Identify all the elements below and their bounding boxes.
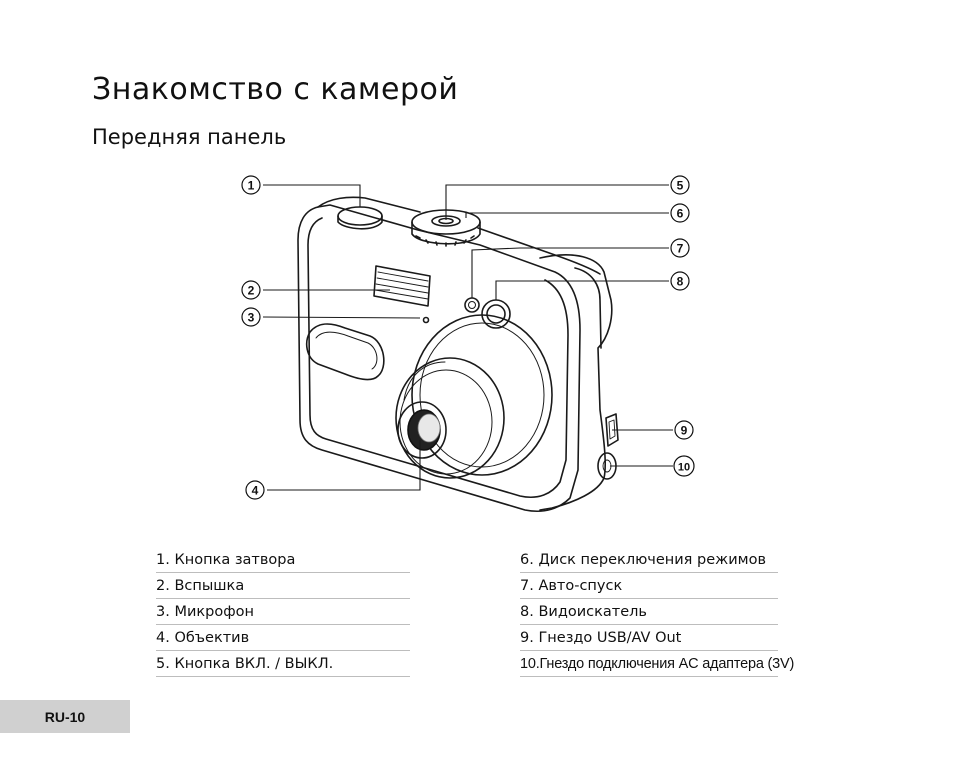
callout-label: 10 [678, 462, 690, 474]
callout-1 [241, 175, 261, 195]
callout-label: 6 [677, 207, 684, 221]
page-number-tab: RU-10 [0, 700, 130, 733]
part-item: 10.Гнездо подключения AC адаптера (3V) [520, 652, 794, 677]
leader-line-4 [267, 440, 421, 491]
self-timer-led [464, 297, 480, 313]
lens-glass [397, 401, 447, 459]
callout-8 [670, 271, 690, 291]
callout-label: 4 [252, 484, 259, 498]
leader-line-1 [263, 184, 361, 207]
callout-5 [670, 175, 690, 195]
camera-body-side [539, 254, 613, 511]
shutter-button [337, 206, 383, 226]
microphone-hole [422, 316, 430, 324]
part-item: 9. Гнездо USB/AV Out [520, 626, 778, 651]
section-subtitle: Передняя панель [92, 125, 287, 149]
callout-label: 8 [677, 275, 684, 289]
hand-grip [305, 323, 385, 381]
part-item: 7. Авто-спуск [520, 574, 778, 599]
part-item: 8. Видоискатель [520, 600, 778, 625]
usb-av-port [605, 413, 619, 447]
callout-2 [241, 280, 261, 300]
leader-line-8 [495, 280, 669, 300]
leader-line-7 [471, 247, 669, 298]
leader-line-5 [445, 184, 669, 220]
leader-line-6 [465, 212, 669, 218]
page-number: RU-10 [44, 708, 86, 725]
callout-10 [673, 455, 695, 477]
callout-label: 3 [248, 311, 255, 325]
callout-9 [674, 420, 694, 440]
lens-barrel [395, 357, 505, 479]
parts-list-left: 1. Кнопка затвора 2. Вспышка 3. Микрофон… [156, 548, 410, 678]
part-item: 1. Кнопка затвора [156, 548, 410, 573]
callout-label: 2 [248, 284, 255, 298]
callout-4 [245, 480, 265, 500]
callout-6 [670, 203, 690, 223]
parts-list-right: 6. Диск переключения режимов 7. Авто-спу… [520, 548, 794, 678]
callout-label: 9 [681, 424, 688, 438]
camera-body [297, 204, 581, 513]
leader-line-3 [262, 316, 421, 319]
callout-7 [670, 238, 690, 258]
part-item: 4. Объектив [156, 626, 410, 651]
callout-3 [241, 307, 261, 327]
part-item: 3. Микрофон [156, 600, 410, 625]
page-title: Знакомство с камерой [92, 72, 459, 107]
callout-label: 1 [248, 179, 255, 193]
part-item: 5. Кнопка ВКЛ. / ВЫКЛ. [156, 652, 410, 677]
part-item: 2. Вспышка [156, 574, 410, 599]
lens-housing [411, 314, 553, 476]
part-item: 6. Диск переключения режимов [520, 548, 778, 573]
callout-label: 7 [677, 242, 684, 256]
callout-label: 5 [677, 179, 684, 193]
flash-window [373, 265, 431, 307]
